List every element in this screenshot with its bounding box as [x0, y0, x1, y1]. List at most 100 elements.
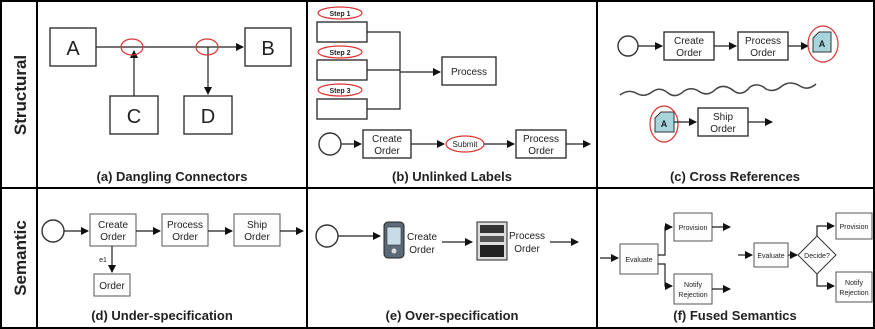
ref-out-highlight: [807, 25, 839, 63]
create-order-label-2: Order: [676, 48, 702, 59]
node-a-label: A: [66, 38, 80, 60]
process-label: Process: [451, 67, 487, 78]
step2-label-oval: [317, 45, 363, 59]
ship-order-label-2: Order: [710, 124, 736, 135]
ship-order-label-1: Ship: [247, 220, 267, 231]
step3-label: Step 3: [329, 88, 350, 95]
step1-label: Step 1: [329, 11, 350, 18]
create-order-label-1: Create: [98, 220, 128, 231]
process-order-label-2: Order: [750, 48, 776, 59]
decide-label: Decide?: [804, 253, 830, 260]
process-order-box: [737, 31, 789, 61]
start-event: [318, 132, 342, 156]
process-order-label-2: Order: [172, 232, 198, 243]
process-order-label-1: Process: [167, 220, 203, 231]
process-order-box: [515, 129, 567, 159]
dangling-highlight-1: [120, 38, 144, 56]
process-box: [441, 56, 497, 86]
node-b-label: B: [261, 38, 274, 60]
notify-label-2: Rejection: [678, 292, 707, 299]
evaluate2-label: Evaluate: [757, 253, 784, 260]
row-label-structural: Structural: [11, 55, 30, 135]
node-d-label: D: [201, 106, 215, 128]
provision-label: Provision: [679, 225, 708, 232]
node-b: [244, 27, 292, 67]
provision-box: [673, 212, 713, 242]
notify2-label-2: Rejection: [839, 290, 868, 297]
create-order-label-2: Order: [374, 146, 400, 157]
steps-merge-connector: [367, 31, 440, 110]
provision2-label: Provision: [840, 224, 869, 231]
evaluate-box: [619, 243, 659, 275]
off-page-ref-in-label: A: [661, 119, 668, 129]
evaluate2-box: [753, 242, 789, 268]
phone-icon: [383, 221, 405, 259]
row-label-semantic: Semantic: [11, 220, 30, 296]
dangling-highlight-2: [195, 38, 219, 56]
start-event: [315, 224, 339, 248]
step1-box: [316, 21, 368, 43]
create-order-box: [663, 31, 715, 61]
flow-f5: [816, 222, 835, 236]
create-order-label-1: Create: [674, 36, 704, 47]
ship-order-box: [233, 213, 281, 247]
ship-order-label-2: Order: [244, 232, 270, 243]
event-label: e1: [99, 257, 107, 264]
server-icon: [476, 221, 508, 261]
create-order-label-2: Order: [100, 232, 126, 243]
panel-a: A B C D (a) Dangling Connectors: [49, 27, 292, 184]
off-page-ref-out-label: A: [819, 39, 826, 49]
create-order-label-1: Create: [372, 134, 402, 145]
node-c-label: C: [127, 106, 141, 128]
step3-label-oval: [317, 83, 363, 97]
flow-f-down: [658, 263, 673, 290]
caption-c: (c) Cross References: [670, 169, 800, 184]
process-order-label-2: Order: [514, 244, 540, 255]
process-order-label-2: Order: [528, 146, 554, 157]
notify-rejection2-box: [835, 271, 873, 303]
step1-label-oval: [317, 6, 363, 20]
process-order-label-1: Process: [745, 36, 781, 47]
ref-in-highlight: [649, 105, 679, 143]
order-label: Order: [99, 281, 125, 292]
step2-label: Step 2: [329, 50, 350, 57]
ship-order-box: [697, 107, 749, 137]
caption-f: (f) Fused Semantics: [673, 308, 797, 323]
order-box: [93, 273, 131, 297]
node-d: [183, 95, 233, 135]
flow-f-up: [658, 223, 673, 256]
create-order-label-2: Order: [409, 245, 435, 256]
panel-c: Create Order Process Order A A Ship Orde…: [617, 25, 839, 184]
caption-e: (e) Over-specification: [386, 308, 519, 323]
panel-e: Create Order Process Order (e) Over-spec…: [315, 221, 579, 323]
evaluate-label: Evaluate: [625, 257, 652, 264]
caption-b: (b) Unlinked Labels: [392, 169, 512, 184]
notify-label-1: Notify: [684, 282, 702, 289]
process-order-box: [161, 213, 209, 247]
panel-b: Step 1 Step 2 Step 3 Process Create Orde…: [316, 6, 591, 184]
ship-order-label-1: Ship: [713, 112, 733, 123]
panel-d: Create Order Process Order Ship Order e1…: [41, 213, 304, 323]
step2-box: [316, 59, 368, 81]
submit-label: Submit: [453, 140, 479, 149]
start-event: [617, 35, 639, 57]
page-break-squiggle: [619, 82, 817, 97]
node-a: [49, 27, 97, 67]
process-order-label-1: Process: [523, 134, 559, 145]
create-order-label-1: Create: [407, 232, 437, 243]
caption-d: (d) Under-specification: [91, 308, 233, 323]
create-order-box: [89, 213, 137, 247]
caption-a: (a) Dangling Connectors: [97, 169, 248, 184]
panel-f: Evaluate Provision Notify Rejection Eval…: [600, 212, 873, 323]
process-order-label-1: Process: [509, 231, 545, 242]
start-event: [41, 219, 65, 243]
notify2-label-1: Notify: [845, 280, 863, 287]
flow-f6: [816, 274, 835, 290]
step3-box: [316, 98, 368, 120]
off-page-ref-out: [812, 31, 832, 53]
notify-rejection-box: [673, 273, 713, 305]
provision2-box: [835, 212, 873, 240]
node-c: [109, 95, 159, 135]
